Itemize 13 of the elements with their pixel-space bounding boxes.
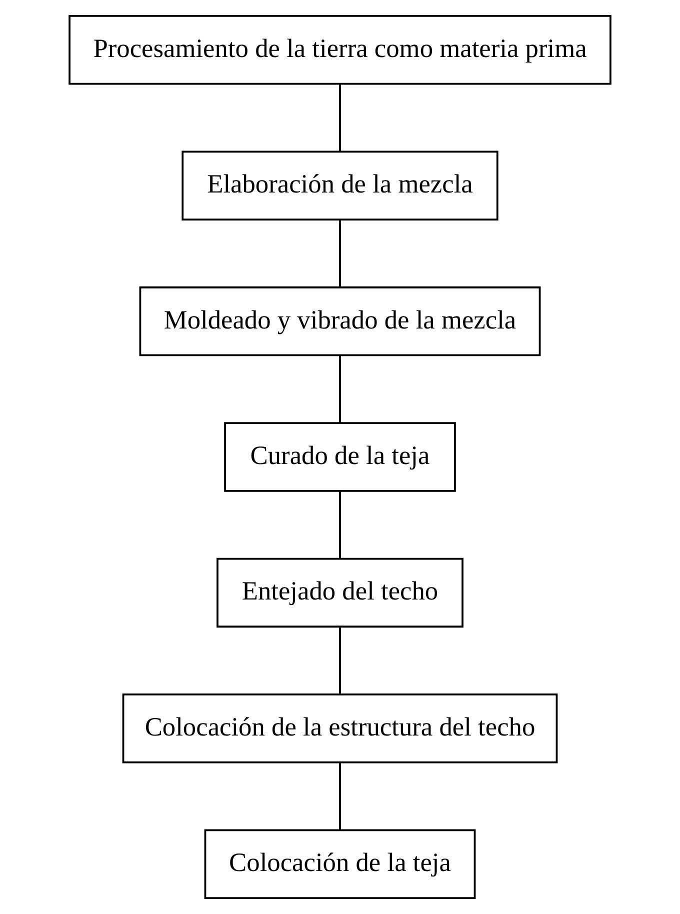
connector [339,220,341,288]
node-box: Entejado del techo [216,558,464,628]
node-box: Colocación de la estructura del techo [122,694,558,764]
connector [339,84,341,152]
connector [339,627,341,694]
node-box: Moldeado y vibrado de la mezcla [139,286,541,356]
node-box: Elaboración de la mezcla [182,150,498,220]
node-box: Colocación de la teja [204,829,476,899]
connector [339,356,341,423]
connector [339,762,341,830]
node-box: Curado de la teja [224,422,456,492]
connector [339,492,341,559]
node-box: Procesamiento de la tierra como materia prima [68,15,612,85]
